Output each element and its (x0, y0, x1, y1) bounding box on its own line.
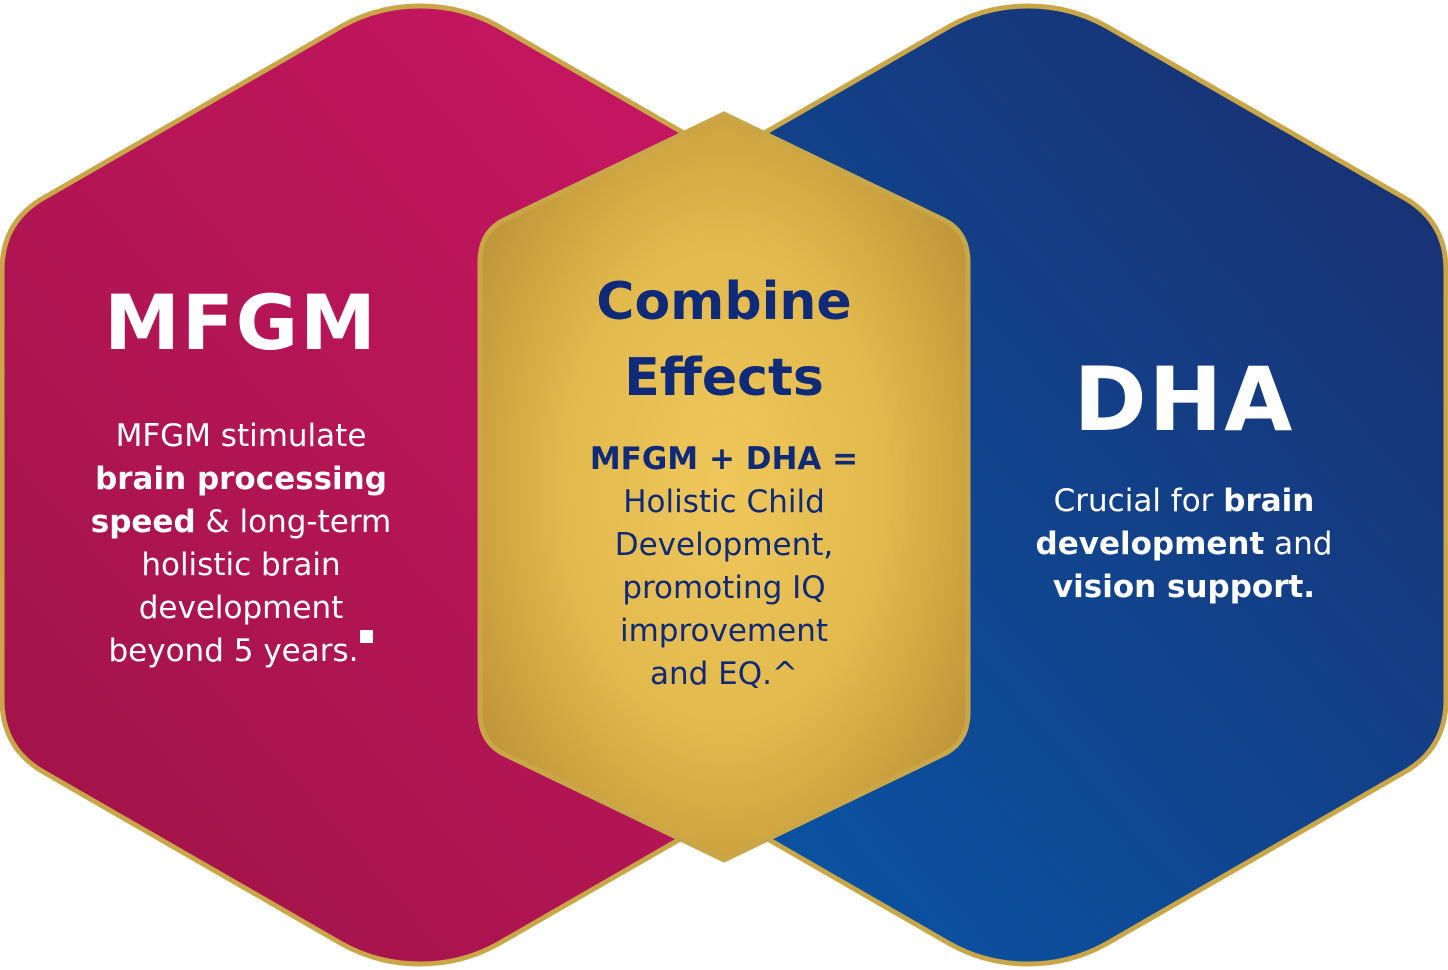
center-line-6: and EQ.^ (650, 656, 798, 692)
center-line-2: Holistic Child (623, 484, 825, 520)
right-title: DHA (1073, 348, 1295, 451)
center-overlap-hexagon (477, 111, 971, 863)
left-line-6: beyond 5 years. (108, 633, 359, 669)
right-title-block: DHA (984, 348, 1384, 451)
left-title-block: MFGM (60, 278, 422, 367)
right-line-3: vision support. (1052, 569, 1316, 605)
footnote-square-icon (360, 630, 374, 643)
left-title: MFGM (104, 278, 378, 367)
right-line-2-c: and (1264, 526, 1333, 562)
center-title-line-2: Effects (624, 348, 824, 408)
center-title-block: Combine Effects (524, 264, 924, 416)
left-line-3-rest: & long-term (195, 504, 392, 540)
left-line-2: brain processing (95, 461, 387, 497)
right-body: Crucial for brain development and vision… (964, 480, 1404, 609)
left-line-5: development (138, 590, 344, 626)
right-line-1-b: brain (1223, 483, 1315, 519)
left-body: MFGM stimulate brain processing speed & … (40, 415, 442, 673)
center-line-3: Development, (614, 527, 834, 563)
right-line-2-b: development (1035, 526, 1265, 562)
center-title-line-1: Combine (596, 272, 852, 332)
center-line-5: improvement (619, 613, 828, 649)
center-line-4: promoting IQ (622, 570, 826, 606)
left-line-1: MFGM stimulate (115, 418, 367, 454)
right-line-1-a: Crucial for (1053, 483, 1224, 519)
center-body: MFGM + DHA = Holistic Child Development,… (524, 438, 924, 696)
left-line-4: holistic brain (141, 547, 341, 583)
center-line-1: MFGM + DHA = (589, 441, 859, 477)
left-line-3-bold: speed (90, 504, 196, 540)
